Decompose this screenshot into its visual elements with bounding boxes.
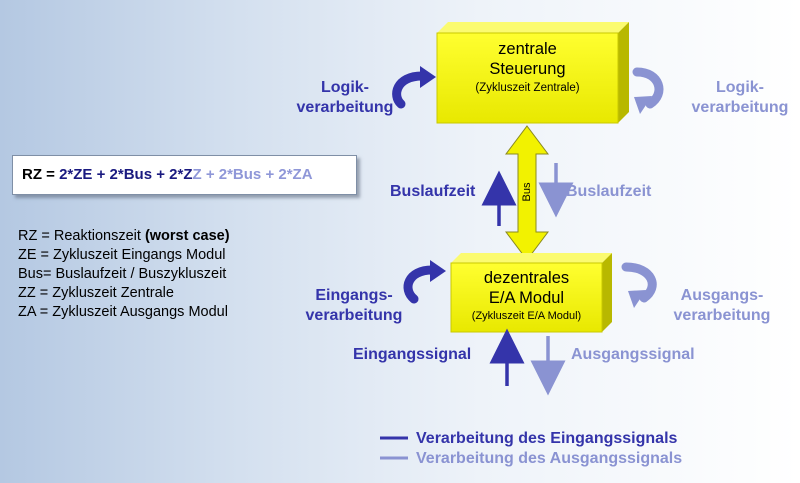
module-title-1: dezentrales	[483, 269, 570, 287]
legend-input-text: Verarbeitung des Eingangssignals	[416, 430, 678, 447]
abbr-ze: ZE = Zykluszeit Eingangs Modul	[18, 247, 226, 263]
formula-box: RZ = 2*ZE + 2*Bus + 2*ZZ + 2*Bus + 2*ZA	[12, 155, 357, 195]
central-box-text: zentrale Steuerung (Zykluszeit Zentrale)	[437, 39, 618, 97]
module-box-text: dezentrales E/A Modul (Zykluszeit E/A Mo…	[451, 268, 602, 324]
curved-arrow-logic-right	[632, 67, 664, 114]
formula-output-part: Z + 2*Bus + 2*ZA	[192, 166, 313, 183]
buslaufzeit-left-label: Buslaufzeit	[390, 183, 476, 200]
module-title-2: E/A Modul	[488, 289, 565, 307]
abbr-za: ZA = Zykluszeit Ausgangs Modul	[18, 304, 228, 320]
abbr-rz: RZ = Reaktionszeit (worst case)	[18, 228, 230, 244]
module-subtitle: (Zykluszeit E/A Modul)	[471, 310, 582, 322]
logic-processing-right: Logik- verarbeitung	[691, 79, 789, 116]
bus-label: Bus	[521, 182, 533, 202]
abbr-zz: ZZ = Zykluszeit Zentrale	[18, 285, 174, 301]
curved-arrow-output-right	[621, 262, 657, 308]
legend-output-text: Verarbeitung des Ausgangssignals	[416, 450, 683, 467]
output-signal-label: Ausgangssignal	[571, 346, 695, 363]
formula-input-part: 2*ZE + 2*Bus + 2*Z	[59, 166, 193, 183]
formula-lhs: RZ =	[22, 166, 60, 183]
central-title-1: zentrale	[498, 40, 557, 58]
curved-arrow-input-left	[403, 260, 446, 304]
input-signal-label: Eingangssignal	[353, 346, 472, 363]
io-module-box	[450, 253, 612, 333]
abbr-bus: Bus= Buslaufzeit / Buszykluszeit	[18, 266, 227, 282]
central-subtitle: (Zykluszeit Zentrale)	[475, 82, 580, 94]
buslaufzeit-right-label: Buslaufzeit	[566, 183, 652, 200]
abbreviation-list: RZ = Reaktionszeit (worst case) ZE = Zyk…	[18, 227, 230, 322]
output-processing-label: Ausgangs- verarbeitung	[673, 287, 771, 324]
curved-arrow-logic-left	[392, 66, 436, 109]
central-title-2: Steuerung	[489, 60, 566, 78]
central-control-box	[436, 22, 629, 124]
input-processing-label: Eingangs- verarbeitung	[305, 287, 403, 324]
logic-processing-left: Logik- verarbeitung	[296, 79, 394, 116]
